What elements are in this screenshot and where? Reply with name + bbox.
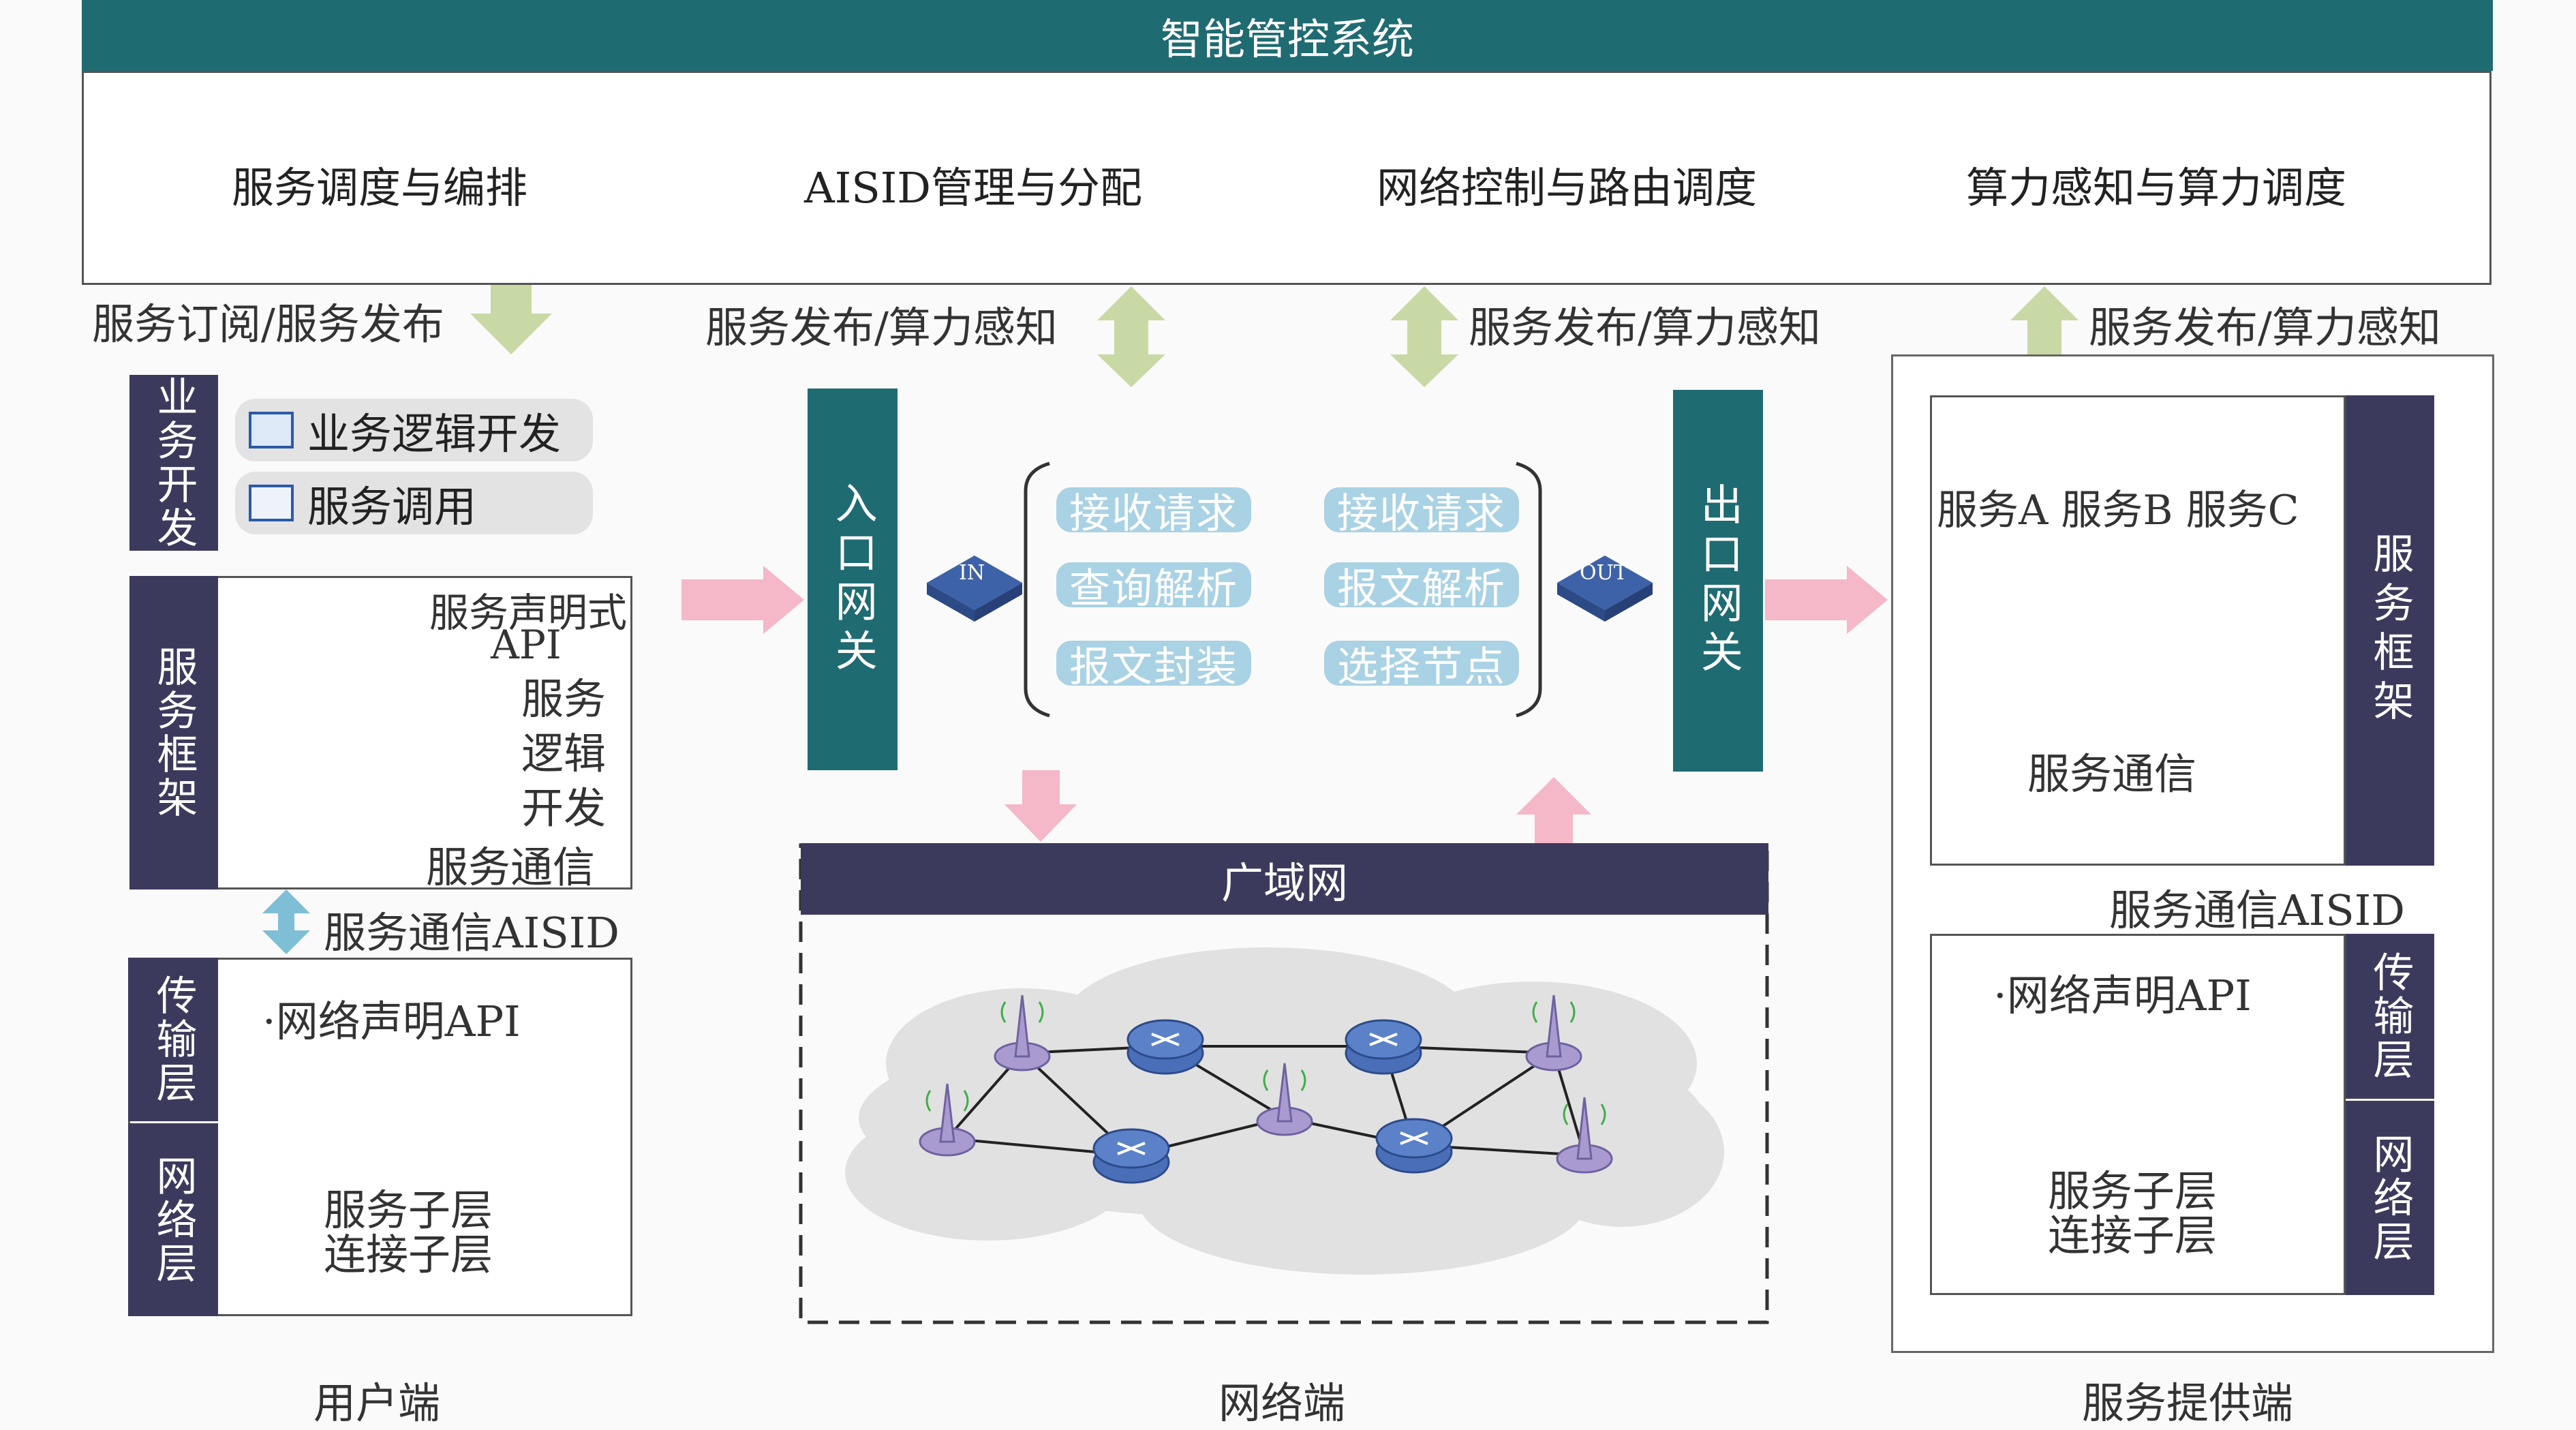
service-call-icon <box>249 485 294 521</box>
user-service-sublayer: 服务子层 <box>324 1185 493 1235</box>
user-framework-tab: 服务框架 <box>129 576 218 889</box>
user-conn-sublayer: 连接子层 <box>324 1230 493 1279</box>
ingress-gateway: 入口网关 <box>808 389 898 770</box>
logic-dev-1: 服务 <box>521 674 607 724</box>
arrow-user-to-ingress <box>681 566 804 634</box>
business-dev-tab: 业务开发 <box>129 375 218 551</box>
provider-network-tab: 网络层 <box>2346 1101 2434 1295</box>
provider-arrow-label: 服务发布/算力感知 <box>2089 303 2441 352</box>
network-caption: 网络端 <box>1218 1378 1346 1428</box>
user-arrow-label: 服务订阅/服务发布 <box>92 299 444 349</box>
provider-svc-comm: 服务通信 <box>2027 749 2197 799</box>
antenna-waves <box>925 1001 1606 1125</box>
steps-bracket-left <box>1024 461 1050 718</box>
business-logic-item: 业务逻辑开发 <box>235 399 593 461</box>
service-call-item: 服务调用 <box>235 472 593 534</box>
provider-transport-tab: 传输层 <box>2346 934 2434 1099</box>
right-step-1: 接收请求 <box>1324 487 1519 538</box>
wan-header: 广域网 <box>801 843 1768 915</box>
router-marks <box>1117 1033 1428 1155</box>
provider-net-decl-api: ·网络声明API <box>1993 971 2252 1020</box>
right-step-3: 选择节点 <box>1324 641 1519 691</box>
provider-aisid-label: 服务通信AISID <box>2109 885 2405 935</box>
function-network-control: 网络控制与路由调度 <box>1377 163 1758 213</box>
left-step-2: 查询解析 <box>1056 562 1251 613</box>
provider-services: 服务A 服务B 服务C <box>1937 487 2299 534</box>
decl-api-line2: API <box>491 622 562 668</box>
in-badge: IN <box>959 561 985 585</box>
decl-api-line1: 服务声明式 <box>429 590 628 636</box>
arrow-net-right-bidir <box>1390 286 1458 387</box>
provider-caption: 服务提供端 <box>2082 1378 2294 1428</box>
arrow-user-down <box>470 285 552 354</box>
out-badge-shape <box>1557 556 1653 622</box>
arrow-provider-up <box>2010 286 2079 354</box>
arrow-down-to-wan <box>1005 770 1077 842</box>
arrow-egress-to-provider <box>1765 566 1888 634</box>
logic-dev-3: 开发 <box>521 783 607 833</box>
user-transport-tab: 传输层 <box>128 958 218 1121</box>
arrow-up-from-wan <box>1516 777 1591 845</box>
out-badge: OUT <box>1580 561 1627 585</box>
function-compute: 算力感知与算力调度 <box>1966 163 2347 213</box>
dev-monitor-icon <box>249 412 294 448</box>
steps-bracket-right <box>1516 461 1542 718</box>
functions-panel <box>82 71 2491 285</box>
user-aisid-label: 服务通信AISID <box>324 908 619 958</box>
function-aisid: AISID管理与分配 <box>804 163 1142 213</box>
user-caption: 用户端 <box>313 1378 441 1428</box>
logic-dev-2: 逻辑 <box>521 729 607 778</box>
provider-framework-tab: 服务框架 <box>2346 395 2434 866</box>
net-right-arrow-label: 服务发布/算力感知 <box>1469 303 1821 352</box>
provider-service-sublayer: 服务子层 <box>2048 1166 2218 1216</box>
net-left-arrow-label: 服务发布/算力感知 <box>705 303 1058 352</box>
system-title-bar: 智能管控系统 <box>82 0 2493 71</box>
in-badge-shape <box>927 556 1022 622</box>
provider-framework-box <box>1930 395 2346 866</box>
egress-gateway: 出口网关 <box>1673 390 1763 772</box>
arrow-net-left-bidir <box>1097 286 1165 387</box>
left-step-1: 接收请求 <box>1056 487 1251 538</box>
left-step-3: 报文封装 <box>1056 641 1251 691</box>
arrow-user-aisid <box>262 889 310 954</box>
user-svc-comm: 服务通信 <box>426 842 596 892</box>
antenna-icons <box>919 994 1613 1174</box>
function-orchestration: 服务调度与编排 <box>232 163 528 213</box>
system-title: 智能管控系统 <box>1160 14 1414 64</box>
right-step-2: 报文解析 <box>1324 562 1519 613</box>
user-net-decl-api: ·网络声明API <box>262 997 521 1046</box>
provider-layer-box <box>1930 934 2346 1295</box>
api-chip-label: API <box>360 630 399 654</box>
provider-conn-sublayer: 连接子层 <box>2048 1211 2218 1260</box>
user-network-tab: 网络层 <box>128 1123 218 1316</box>
